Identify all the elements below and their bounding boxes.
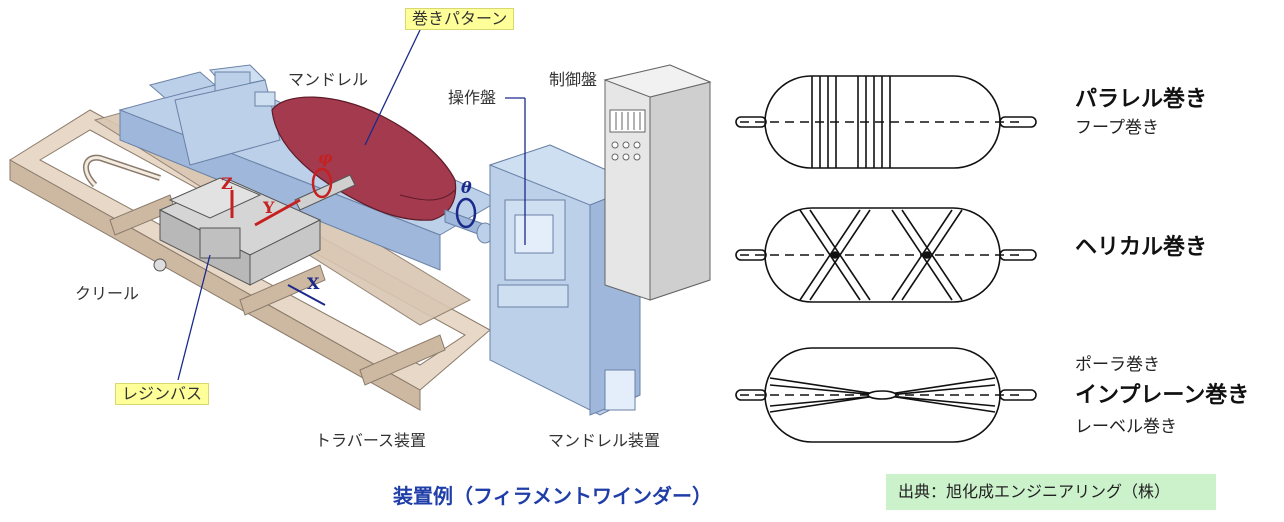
parallel-winding-diagram — [735, 75, 1037, 169]
level-winding-label: レーベル巻き — [1075, 417, 1177, 437]
resin-bath-callout: レジンバス — [115, 383, 210, 405]
traverse-device-label: トラバース装置 — [315, 431, 427, 450]
theta-label: θ — [461, 178, 472, 197]
inplane-winding-diagram — [735, 347, 1037, 443]
figure-caption: 装置例（フィラメントワインダー） — [393, 484, 712, 508]
hoop-winding-label: フープ巻き — [1075, 118, 1159, 138]
inplane-winding-label: インプレーン巻き — [1075, 383, 1250, 408]
control-panel-label: 制御盤 — [549, 70, 598, 89]
parallel-winding-label: パラレル巻き — [1075, 87, 1208, 112]
carriage — [153, 167, 477, 306]
axis-x-label: X — [307, 274, 320, 293]
winding-pattern-callout: 巻きパターン — [405, 8, 515, 30]
mandrel-label: マンドレル — [288, 70, 369, 89]
creel-label: クリール — [75, 284, 140, 303]
helical-winding-label: ヘリカル巻き — [1075, 235, 1208, 260]
helical-winding-diagram — [735, 207, 1037, 303]
operation-panel-cabinet — [488, 144, 642, 416]
control-cabinet — [603, 64, 712, 301]
callout-lines — [177, 29, 526, 381]
axis-z-label: Z — [221, 174, 233, 193]
polar-winding-label: ポーラ巻き — [1075, 355, 1160, 375]
phi-label: φ — [318, 148, 333, 167]
operation-panel-label: 操作盤 — [448, 88, 497, 107]
source-credit: 出典：旭化成エンジニアリング（株） — [886, 474, 1216, 510]
axis-y-label: Y — [263, 198, 275, 217]
mandrel-device-label: マンドレル装置 — [548, 431, 661, 450]
